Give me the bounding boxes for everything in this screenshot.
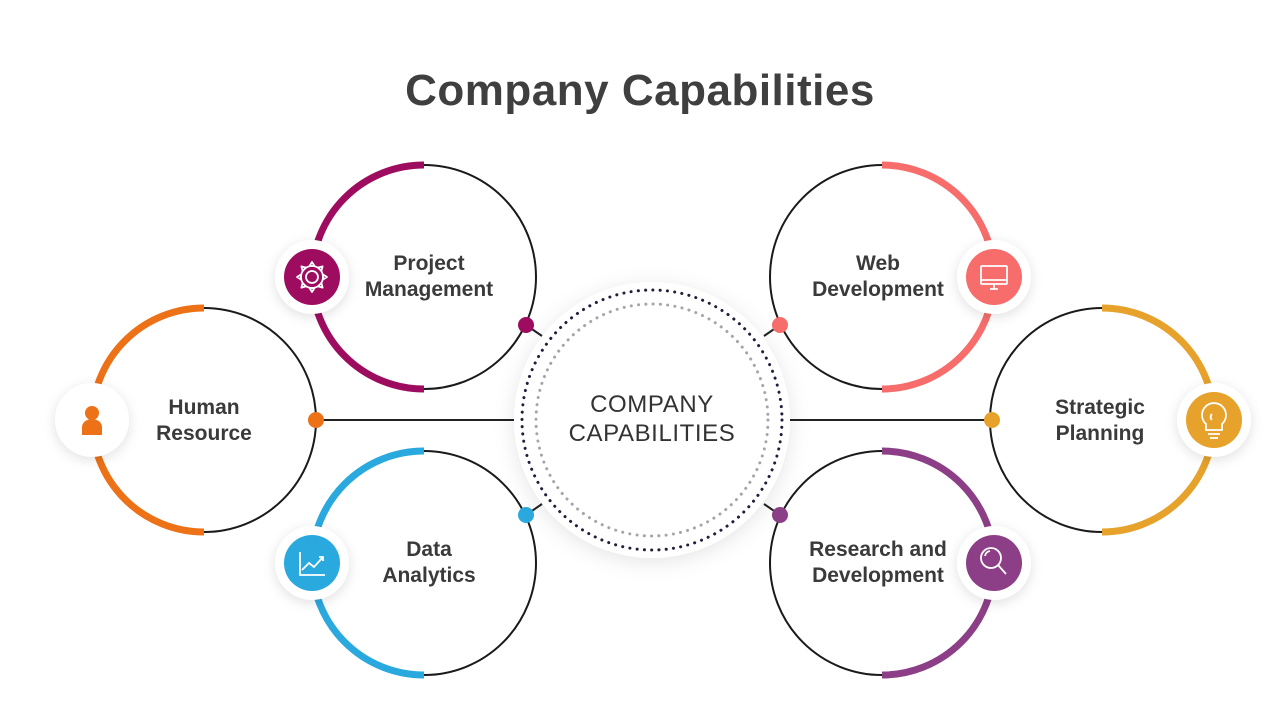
node-research-development — [769, 447, 1031, 679]
dot-project-management — [518, 317, 534, 333]
center-hub-inner-dots — [534, 302, 770, 538]
label-line-2: Resource — [156, 422, 252, 445]
label-line-2: Development — [812, 278, 944, 301]
center-label: COMPANY CAPABILITIES — [540, 390, 764, 448]
dot-human-resource — [308, 412, 324, 428]
label-line-2: Analytics — [382, 564, 476, 587]
node-data-analytics — [275, 447, 537, 679]
dot-web-development — [772, 317, 788, 333]
dot-strategic-planning — [984, 412, 1000, 428]
center-hub-outer-dots — [520, 288, 784, 552]
label-line-2: Development — [812, 564, 944, 587]
center-label-line-2: CAPABILITIES — [568, 420, 736, 447]
magnifier-icon — [980, 547, 1007, 575]
label-line-1: Human — [168, 396, 240, 419]
label-data-analytics: Data Analytics — [339, 537, 519, 589]
gear-icon — [296, 261, 328, 293]
label-line-2: Management — [364, 278, 494, 301]
node-project-management — [275, 161, 537, 393]
label-web-development: Web Development — [788, 251, 968, 303]
label-human-resource: Human Resource — [114, 395, 294, 447]
label-project-management: Project Management — [339, 251, 519, 303]
monitor-icon — [980, 265, 1008, 290]
chart-icon — [299, 552, 325, 576]
label-line-1: Strategic — [1055, 396, 1145, 419]
center-label-line-1: COMPANY — [590, 391, 714, 418]
label-line-1: Data — [406, 538, 452, 561]
center-hub — [514, 282, 790, 558]
label-line-1: Web — [856, 252, 900, 275]
lightbulb-icon — [1201, 402, 1227, 439]
node-human-resource — [55, 304, 324, 536]
node-web-development — [769, 161, 1031, 393]
node-strategic-planning — [984, 304, 1251, 536]
dot-research-development — [772, 507, 788, 523]
label-line-2: Planning — [1055, 422, 1145, 445]
dot-data-analytics — [518, 507, 534, 523]
label-strategic-planning: Strategic Planning — [1010, 395, 1190, 447]
label-line-1: Research and — [809, 538, 947, 561]
person-icon — [82, 406, 102, 435]
page-title: Company Capabilities — [405, 66, 875, 115]
center-hub-shadow-disc — [514, 282, 790, 558]
label-research-development: Research and Development — [788, 537, 968, 589]
label-line-1: Project — [393, 252, 465, 275]
